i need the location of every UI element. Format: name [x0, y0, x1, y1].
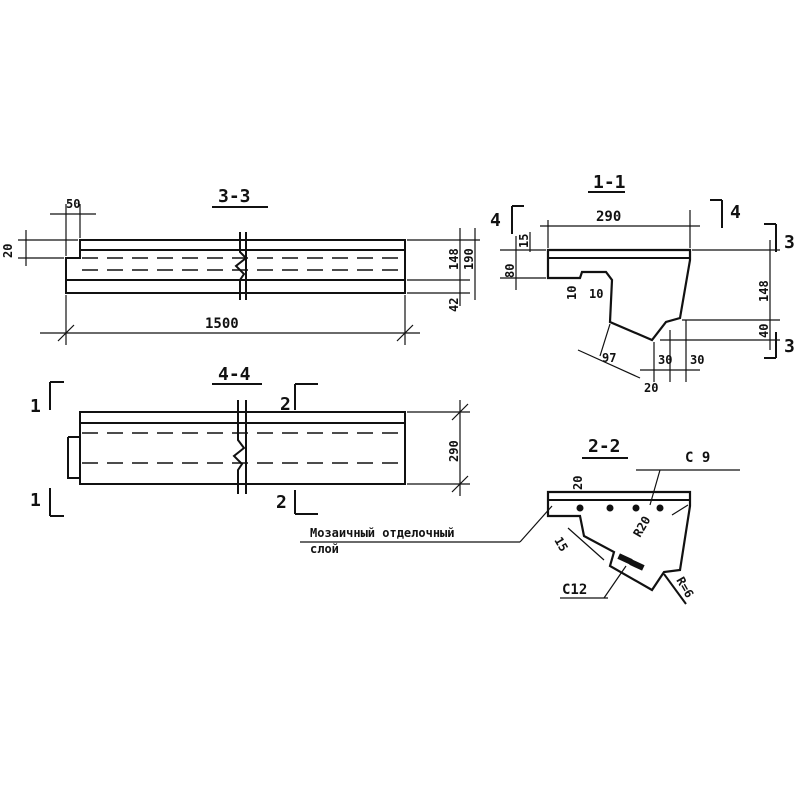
dim-148-profile: 148 [757, 280, 771, 302]
cut-marker-3-bottom [764, 332, 777, 359]
rebar-dot [606, 504, 614, 512]
leader-c9-arrow [649, 469, 661, 506]
cut-label-3-bottom: 3 [784, 336, 795, 357]
rebar-bottom [629, 559, 645, 571]
cut-label-4-left: 4 [490, 210, 501, 231]
cut-label-3-top: 3 [784, 232, 795, 253]
cut-marker-2-top [294, 383, 318, 410]
cut-marker-2-bottom [294, 490, 318, 515]
dim-42-section: 42 [447, 298, 461, 312]
rebar-dot [656, 504, 664, 512]
tick [451, 403, 469, 421]
tick [451, 475, 469, 493]
label-mosaic-line1: Мозаичный отделочный [310, 526, 455, 540]
rebar-dot [632, 504, 640, 512]
break-line-3-3 [234, 232, 248, 300]
dim-50: 50 [66, 197, 80, 211]
dim-line-15-profile [567, 527, 605, 561]
cut-label-4-right: 4 [730, 202, 741, 223]
dim-40: 40 [757, 324, 771, 338]
tick [57, 324, 75, 342]
label-c9: С 9 [685, 450, 710, 466]
dim-97: 97 [602, 351, 616, 365]
section-title-2-2: 2-2 [588, 436, 621, 457]
dim-r6: R=6 [673, 575, 696, 601]
dim-20-profile: 20 [571, 476, 585, 490]
dim-290-top: 290 [596, 209, 621, 225]
cut-marker-1-top [49, 381, 64, 410]
tick [396, 324, 414, 342]
cut-label-2-bottom: 2 [276, 492, 287, 513]
section-3-3: 3-3 50 20 148 190 42 [1, 186, 480, 345]
cut-marker-1-bottom [49, 488, 64, 517]
label-c12: С12 [562, 582, 587, 598]
beam-4-4-outline [79, 411, 406, 485]
cut-marker-4-right [710, 199, 723, 228]
profile-2-2 [546, 490, 692, 592]
beam-4-4-step [67, 436, 80, 479]
dim-10-a: 10 [565, 286, 579, 300]
dim-1500: 1500 [205, 316, 239, 332]
dim-80: 80 [503, 264, 517, 278]
cut-marker-4-left [511, 205, 524, 234]
dim-15-profile: 15 [551, 535, 570, 555]
leader-mosaic-arrow [519, 505, 553, 543]
cut-label-1-top: 1 [30, 396, 41, 417]
cut-label-2-top: 2 [280, 394, 291, 415]
profile-1-1 [546, 248, 692, 342]
cut-marker-3-top [764, 223, 777, 252]
dim-30-b: 30 [690, 353, 704, 367]
dim-ext [599, 323, 611, 357]
section-2-2: 2-2 С 9 20 R20 15 С12 R=6 Мозаичный отде… [300, 436, 740, 605]
break-line-4-4 [232, 400, 246, 494]
dim-148-section: 148 [447, 248, 461, 270]
leader-r6 [663, 573, 687, 605]
rebar-bottom [617, 553, 633, 565]
section-1-1: 1-1 290 4 4 15 80 148 40 3 3 [490, 172, 795, 395]
leader-r20 [671, 504, 689, 516]
dim-190-section: 190 [462, 248, 476, 270]
dim-10-b: 10 [589, 287, 603, 301]
dim-line-97 [577, 349, 641, 379]
dim-290-4-4: 290 [447, 440, 461, 462]
section-title-3-3: 3-3 [218, 186, 251, 207]
section-title-1-1: 1-1 [593, 172, 626, 193]
rebar-dot [576, 504, 584, 512]
leader-c12-arrow [603, 565, 627, 599]
beam-3-3-outline [65, 239, 406, 294]
dim-30-a: 30 [658, 353, 672, 367]
cut-label-1-bottom: 1 [30, 490, 41, 511]
dim-15: 15 [517, 234, 531, 248]
label-mosaic-line2: слой [310, 542, 339, 556]
section-title-4-4: 4-4 [218, 364, 251, 385]
section-4-4: 4-4 1 1 2 2 290 [30, 364, 470, 517]
dim-20-bottom: 20 [644, 381, 658, 395]
dim-20-left: 20 [1, 244, 15, 258]
